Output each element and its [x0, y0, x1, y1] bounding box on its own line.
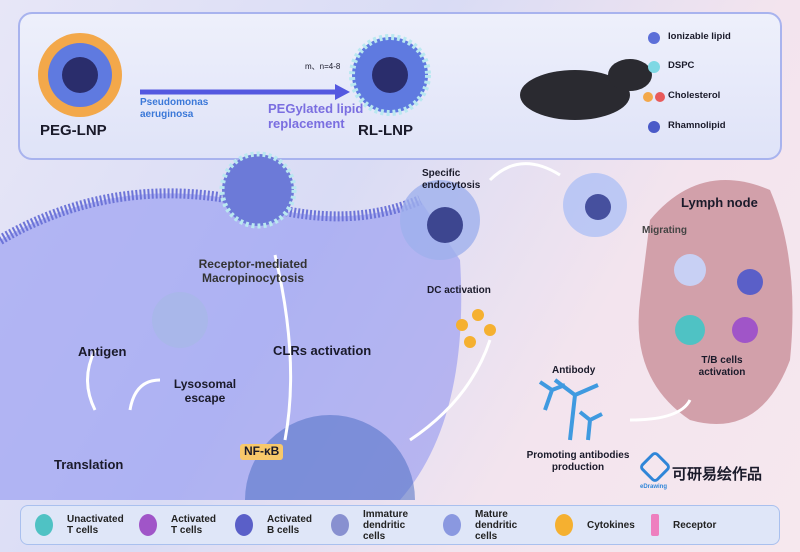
- peg-lnp-label: PEG-LNP: [40, 122, 107, 139]
- antibody-icon: [538, 378, 603, 441]
- promoting-antibodies-label: Promoting antibodies production: [526, 450, 630, 473]
- tb-activation-label: T/B cells activation: [698, 355, 746, 378]
- b-cell: [737, 269, 763, 295]
- cytokine-arrow: [409, 339, 492, 442]
- cell-legend: Unactivated T cells Activated T cells Ac…: [20, 505, 780, 545]
- lymph-node-label: Lymph node: [681, 195, 758, 210]
- edrawing-logo-text: eDrawing: [640, 484, 668, 490]
- legend-item-mature-dc: Mature dendritic cells: [443, 509, 541, 542]
- activated-b-cell-icon: [235, 514, 253, 536]
- translation-label: Translation: [54, 457, 124, 472]
- component-cholesterol: Cholesterol: [668, 90, 721, 101]
- legend-item-activated-t-cells: Activated T cells: [139, 514, 221, 536]
- replacement-label: PEGylated lipid replacement: [268, 101, 364, 131]
- antigen-label: Antigen: [78, 344, 127, 359]
- endosome: [152, 292, 208, 348]
- escape-arrow: [128, 378, 161, 411]
- legend-item-receptor: Receptor: [651, 514, 716, 536]
- legend-item-unactivated-t-cells: Unactivated T cells: [35, 514, 125, 536]
- rl-lnp-label: RL-LNP: [358, 122, 413, 139]
- unactivated-t-cell-icon: [35, 514, 53, 536]
- migrating-label: Migrating: [642, 225, 687, 236]
- nfkb-badge: NF-κB: [240, 444, 284, 460]
- translation-arrow: [86, 349, 97, 411]
- component-icons: [643, 32, 665, 133]
- brand-name: 可研易绘作品: [672, 466, 763, 483]
- lnp-particle: [222, 154, 294, 226]
- formula-note: m、n=4-8: [305, 62, 341, 71]
- top-lnp-rl: [349, 34, 431, 116]
- bacteria-label: Pseudomonas aeruginosa: [140, 97, 209, 120]
- uptake-label: Receptor-mediated Macropinocytosis: [198, 257, 308, 285]
- t-cell-unactivated: [675, 315, 705, 345]
- mature-dendritic-cell-icon: [443, 514, 461, 536]
- legend-item-cytokines: Cytokines: [555, 514, 637, 536]
- component-dspc: DSPC: [668, 60, 695, 71]
- endocytosis-label: Specific endocytosis: [422, 168, 481, 191]
- antibody-label: Antibody: [552, 365, 596, 376]
- component-ionizable-lipid: Ionizable lipid: [668, 31, 731, 42]
- lymph-node-shape: [638, 180, 793, 424]
- dendritic-cell-migrating: [674, 254, 706, 286]
- mouse-image: [520, 59, 652, 120]
- t-cell-activated: [732, 317, 758, 343]
- legend-item-immature-dc: Immature dendritic cells: [331, 509, 429, 542]
- component-rhamnolipid: Rhamnolipid: [668, 120, 726, 131]
- top-lnp-peg: [38, 33, 122, 117]
- nucleus: [245, 415, 415, 500]
- clrs-arrow: [273, 254, 293, 441]
- receptor-icon: [651, 514, 659, 536]
- cytokines: [456, 309, 496, 348]
- legend-item-activated-b-cells: Activated B cells: [235, 514, 317, 536]
- clrs-activation-label: CLRs activation: [273, 343, 372, 358]
- activated-t-cell-icon: [139, 514, 157, 536]
- lysosomal-escape-label: Lysosomal escape: [173, 377, 237, 405]
- cytokine-icon: [555, 514, 573, 536]
- dc-activation-label: DC activation: [427, 285, 491, 296]
- immature-dendritic-cell-icon: [331, 514, 349, 536]
